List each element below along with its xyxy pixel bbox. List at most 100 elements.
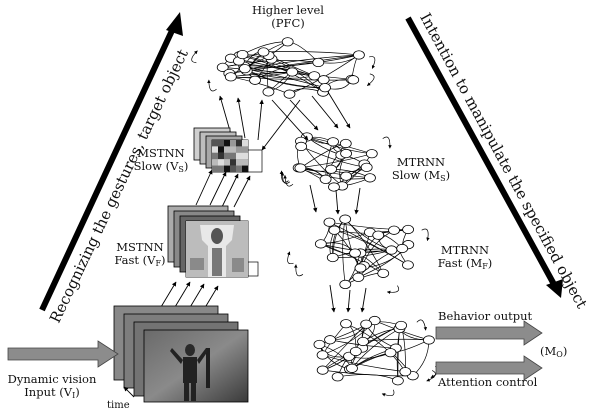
network-connection [345, 323, 406, 372]
right-diagonal-arrow [405, 16, 563, 298]
mstnn-fast-maps [167, 205, 259, 278]
feature-pixel [242, 152, 248, 160]
feature-pixel [236, 140, 242, 147]
feature-pixel [218, 146, 224, 153]
feature-pixel [230, 152, 236, 160]
neuron-node [224, 72, 237, 82]
neuron-node [339, 138, 352, 149]
neuron-node [308, 71, 321, 81]
neuron-node [316, 350, 329, 360]
input-arrow [7, 340, 119, 368]
fast-map-silhouette [186, 221, 248, 277]
neuron-node [360, 319, 373, 329]
neuron-node [281, 37, 294, 47]
neuron-node [295, 141, 308, 152]
neuron-node [294, 163, 307, 173]
neuron-node [346, 363, 358, 373]
neuron-node [314, 239, 327, 249]
neuron-node [402, 224, 414, 235]
feature-pixel [224, 140, 230, 147]
neuron-node [283, 89, 296, 99]
neuron-node [402, 260, 414, 270]
network-connection [244, 53, 360, 70]
neuron-node [372, 230, 385, 240]
neuron-node [328, 225, 341, 235]
left-diagonal-arrow [39, 12, 183, 312]
feature-pixel [218, 165, 224, 172]
neuron-node [236, 49, 249, 60]
feature-pixel [212, 140, 218, 147]
neuron-node [319, 83, 331, 93]
network-loop [279, 170, 289, 183]
neuron-node [365, 149, 378, 159]
feature-pixel [212, 159, 218, 166]
feature-pixel [218, 159, 224, 166]
feature-pixel [224, 159, 230, 166]
feature-pixel [224, 152, 230, 160]
network-loop [207, 79, 217, 92]
network-connection [246, 70, 315, 79]
neuron-node [286, 67, 299, 77]
neuron-node [262, 87, 275, 97]
mstnn-fast-label: MSTNN Fast (VF) [114, 240, 166, 269]
network-connection [222, 67, 353, 81]
neuron-node [423, 335, 435, 345]
mtrnn-slow-label: MTRNN Slow (MS) [391, 155, 451, 184]
video-frames [113, 305, 249, 403]
neuron-node [339, 214, 352, 224]
neuron-node [325, 164, 337, 174]
feature-pixel [224, 146, 230, 153]
time-label: time [107, 400, 130, 411]
neuron-node [395, 320, 408, 331]
network-loop [286, 251, 294, 265]
neuron-node [249, 75, 261, 85]
feature-pixel [218, 152, 224, 160]
neuron-node [328, 182, 340, 192]
network-connection [344, 218, 384, 274]
feature-pixel [212, 152, 218, 160]
feature-pixel [230, 146, 236, 153]
neuron-node [313, 339, 326, 350]
network-connection [230, 75, 354, 81]
neuron-node [349, 346, 362, 357]
network-loop [382, 136, 392, 149]
neuron-node [354, 263, 367, 273]
neuron-node [391, 376, 404, 386]
neuron-node [339, 279, 352, 290]
feature-pixel [236, 152, 242, 160]
neuron-node [352, 272, 365, 282]
network-loop [191, 50, 198, 64]
neuron-node [257, 47, 270, 57]
neuron-node [353, 50, 365, 60]
feature-pixel [224, 165, 230, 172]
attention-control-label: Attention control [438, 375, 538, 389]
mstnn-slow-maps [193, 127, 263, 173]
mo-label: (MO) [540, 344, 568, 360]
feature-pixel [242, 159, 248, 166]
neuron-node [312, 57, 325, 68]
network-connection [334, 229, 409, 266]
feature-pixel [236, 165, 242, 172]
mtrnn-fast-network [286, 214, 430, 295]
neuron-node [377, 268, 390, 278]
behavior-output-arrow [435, 320, 543, 346]
behavior-output-label: Behavior output [438, 309, 533, 323]
neuron-node [324, 335, 336, 345]
mstnn-slow-label: MSTNN Slow (VS) [133, 146, 189, 175]
neuron-node [385, 245, 398, 255]
neuron-node [388, 225, 400, 235]
feature-pixel [236, 146, 242, 153]
network-loop [294, 264, 304, 277]
neuron-node [340, 148, 352, 159]
neuron-node [347, 75, 360, 85]
network-loop [369, 56, 376, 69]
network-loop [283, 174, 294, 187]
neuron-node [384, 348, 397, 358]
neuron-node [360, 162, 373, 172]
network-loop [366, 73, 375, 86]
neuron-node [323, 217, 336, 227]
neuron-node [340, 319, 352, 329]
dynamic-vision-label: Dynamic vision Input (VI) [7, 372, 97, 401]
